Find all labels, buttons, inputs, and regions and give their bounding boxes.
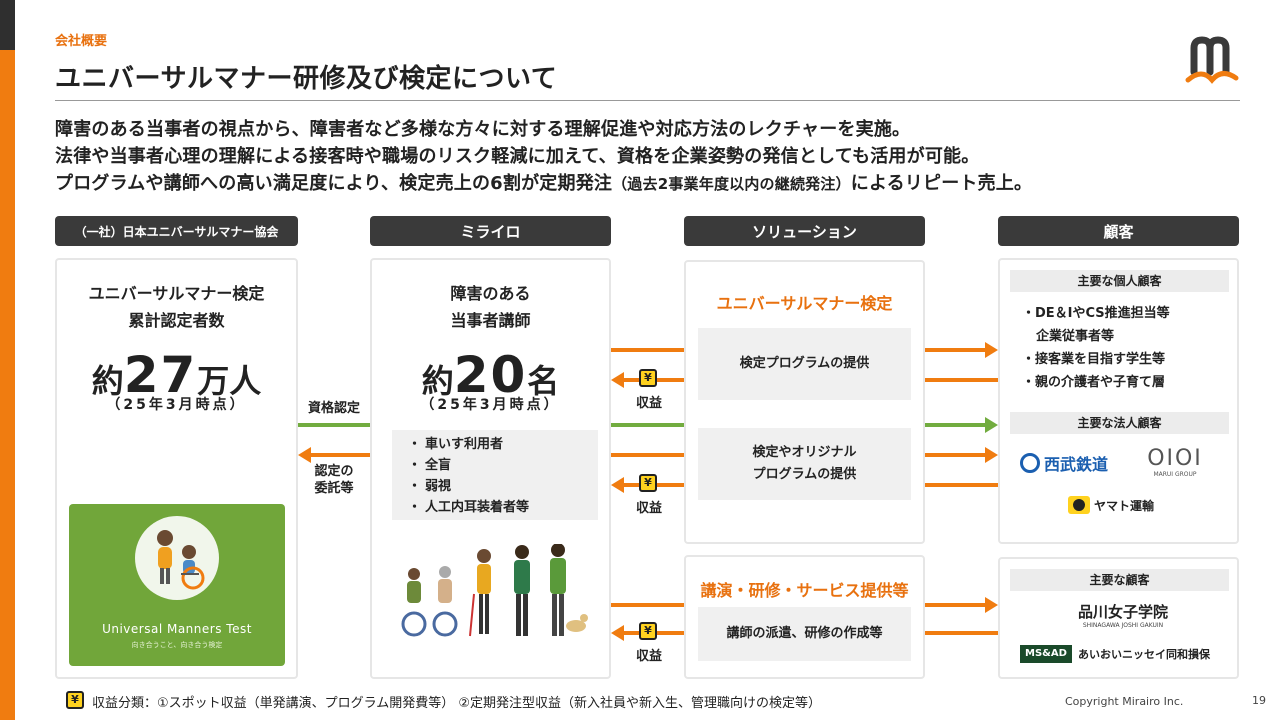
yen-icon: ¥ (639, 622, 657, 640)
seibu-logo: 西武鉄道 (1020, 452, 1125, 474)
people-illustration-icon (133, 514, 221, 602)
section-label: 会社概要 (55, 34, 108, 49)
green-arrow-head-icon (985, 417, 998, 433)
consignment-arrow-line (310, 453, 370, 457)
solution-item-original-program: 検定やオリジナルプログラムの提供 (698, 428, 911, 500)
solution-bottom-title: 講演・研修・サービス提供等 (700, 581, 909, 600)
green-flow-arrow-line (611, 423, 684, 427)
service-arrow-head-icon (985, 597, 998, 613)
association-panel: ユニバーサルマナー検定 累計認定者数 約27万人 （25年3月時点） Unive… (55, 258, 298, 679)
yen-icon: ¥ (639, 474, 657, 492)
marui-logo: OIOI MARUI GROUP (1147, 446, 1203, 478)
umt-card-subtitle: 向き合うこと、向き合う検定 (131, 641, 223, 649)
lead-text: 障害のある当事者の視点から、障害者など多様な方々に対する理解促進や対応方法のレク… (55, 116, 1032, 198)
revenue-arrow-head-icon (611, 477, 624, 493)
list-item: 全盲 (408, 455, 598, 476)
black-cat-icon (1068, 496, 1090, 514)
service-arrow-head-icon (985, 342, 998, 358)
qualification-arrow-line (298, 423, 370, 427)
solution-top-title: ユニバーサルマナー検定 (716, 294, 893, 313)
service-arrow-head-icon (985, 447, 998, 463)
yamato-logo: ヤマト運輸 (1068, 494, 1178, 516)
mirairo-logo-icon (1182, 32, 1242, 88)
solution-bottom-panel: 講演・研修・サービス提供等 講師の派遣、研修の作成等 (684, 555, 925, 679)
individual-customers-list: ・DE＆IやCS推進担当等 企業従事者等 ・接客業を目指す学生等 ・親の介護者や… (1022, 306, 1170, 390)
aioi-logo: あいおいニッセイ同和損保 (1078, 648, 1210, 661)
revenue-label: 収益 (635, 649, 662, 664)
green-service-arrow-line (925, 423, 985, 427)
side-bar-orange (0, 50, 15, 720)
revenue-arrow-head-icon (611, 372, 624, 388)
list-item: 人工内耳装着者等 (408, 497, 598, 518)
revenue-classification-note: 収益分類：①スポット収益（単発講演、プログラム開発費等） ②定期発注型収益（新入… (92, 696, 822, 711)
lecturer-count: 約20名 (421, 346, 560, 404)
universal-manners-test-card: Universal Manners Test 向き合うこと、向き合う検定 (69, 504, 285, 666)
seibu-mark-icon (1020, 453, 1040, 473)
association-title: ユニバーサルマナー検定 累計認定者数 (88, 284, 265, 330)
solution-item-lecturer-dispatch: 講師の派遣、研修の作成等 (698, 607, 911, 661)
service-arrow-line (925, 453, 985, 457)
service-arrow-line (925, 348, 985, 352)
footer-yen-icon: ¥ (66, 691, 84, 709)
main-customers-title: 主要な顧客 (1010, 569, 1229, 591)
mirairo-panel: 障害のある 当事者講師 約20名 （25年3月時点） 車いす利用者 全盲 弱視 … (370, 258, 611, 679)
lead-line-1: 障害のある当事者の視点から、障害者など多様な方々に対する理解促進や対応方法のレク… (55, 119, 911, 140)
shinagawa-logo: 品川女子学院 SHINAGAWA JOSHI GAKUIN (1077, 603, 1168, 629)
consignment-label: 認定の 委託等 (314, 464, 354, 496)
side-bar-dark (0, 0, 15, 50)
service-arrow-line (925, 603, 985, 607)
lecturers-illustration-icon (400, 543, 590, 644)
customers-top-panel: 主要な個人顧客 ・DE＆IやCS推進担当等 企業従事者等 ・接客業を目指す学生等… (998, 258, 1239, 544)
yen-icon: ¥ (639, 369, 657, 387)
list-item: 弱視 (408, 476, 598, 497)
mirairo-title: 障害のある 当事者講師 (450, 284, 531, 330)
solution-top-panel: ユニバーサルマナー検定 検定プログラムの提供 検定やオリジナルプログラムの提供 (684, 260, 925, 544)
list-item: 車いす利用者 (408, 434, 598, 455)
individual-customers-title: 主要な個人顧客 (1010, 270, 1229, 292)
msad-logo: MS&AD (1020, 645, 1072, 663)
certified-count: 約27万人 (91, 346, 262, 404)
service-arrow-line (925, 631, 998, 635)
lecturer-as-of: （25年3月時点） (420, 397, 561, 413)
flow-arrow-line (611, 348, 684, 352)
copyright: Copyright Mirairo Inc. (1065, 695, 1184, 708)
umt-card-title: Universal Manners Test (102, 622, 252, 636)
qualification-label: 資格認定 (307, 401, 360, 416)
column-header-association: （一社）日本ユニバーサルマナー協会 (55, 216, 298, 246)
corporate-customers-title: 主要な法人顧客 (1010, 412, 1229, 434)
customers-bottom-panel: 主要な顧客 品川女子学院 SHINAGAWA JOSHI GAKUIN MS&A… (998, 557, 1239, 679)
page-number: 19 (1252, 694, 1266, 707)
column-header-customers: 顧客 (998, 216, 1239, 246)
flow-arrow-line (611, 603, 684, 607)
consignment-arrow-head-icon (298, 447, 311, 463)
revenue-arrow-head-icon (611, 625, 624, 641)
revenue-label: 収益 (635, 501, 662, 516)
lead-line-2: 法律や当事者心理の理解による接客時や職場のリスク軽減に加えて、資格を企業姿勢の発… (55, 146, 980, 167)
solution-item-program: 検定プログラムの提供 (698, 328, 911, 400)
flow-arrow-line (611, 453, 684, 457)
column-header-mirairo: ミライロ (370, 216, 611, 246)
service-arrow-line (925, 483, 998, 487)
page-title: ユニバーサルマナー研修及び検定について (55, 64, 558, 94)
service-arrow-line (925, 378, 998, 382)
lecturer-types-list: 車いす利用者 全盲 弱視 人工内耳装着者等 (392, 430, 598, 520)
lead-line-3: プログラムや講師への高い満足度により、検定売上の6割が定期発注（過去2事業年度以… (55, 173, 1033, 194)
column-header-solution: ソリューション (684, 216, 925, 246)
title-divider (55, 100, 1240, 101)
revenue-label: 収益 (635, 396, 662, 411)
certified-as-of: （25年3月時点） (106, 397, 247, 413)
